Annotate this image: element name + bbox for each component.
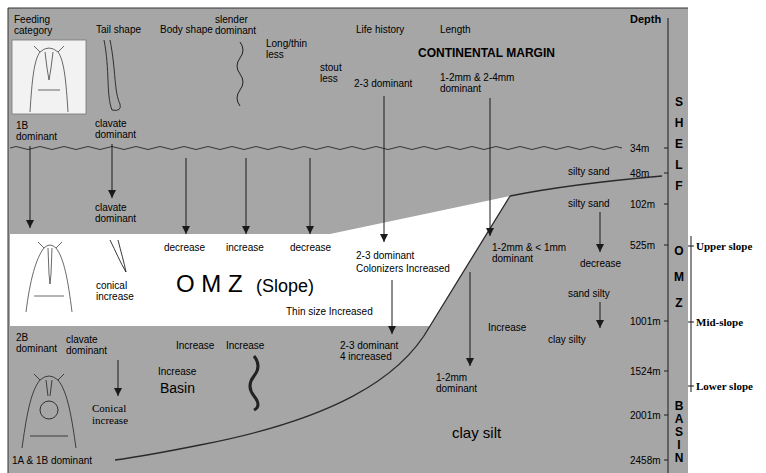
zone-title: (Slope) xyxy=(256,275,314,297)
column-heading: Tail shape xyxy=(96,24,141,35)
sediment-note: clay silt xyxy=(452,424,501,441)
trend-note: Conical increase xyxy=(92,402,142,426)
nematode-head-sketch xyxy=(12,40,86,114)
trait-note: 1B dominant xyxy=(16,120,60,142)
trait-note: clavate dominant xyxy=(95,202,139,224)
depth-value: 1001m xyxy=(630,316,661,327)
trend-note: increase xyxy=(226,242,264,253)
zone-title: Basin xyxy=(160,380,195,396)
depth-value: 525m xyxy=(630,240,655,251)
trait-note: 2-3 dominant xyxy=(356,250,414,261)
trend-arrows xyxy=(30,96,600,396)
slope-label: Upper slope xyxy=(696,240,752,253)
trait-note: clavate dominant xyxy=(95,118,139,140)
shelf-profile xyxy=(510,176,662,196)
trend-note: Increase xyxy=(488,322,526,333)
column-heading: Body shape xyxy=(160,24,213,35)
column-heading: Length xyxy=(440,24,471,35)
trait-note: 2-3 dominant 4 increased xyxy=(340,340,404,362)
slope-label: Mid-slope xyxy=(696,316,743,329)
trend-note: conical increase xyxy=(96,280,140,302)
slope-profile xyxy=(115,196,510,460)
trait-note: stout less xyxy=(320,62,350,84)
trait-note: 2-3 dominant xyxy=(354,78,412,89)
panel-border xyxy=(8,8,688,473)
depth-value: 102m xyxy=(630,199,655,210)
depth-value: 2001m xyxy=(630,410,661,421)
conical-tail-sketch xyxy=(110,240,126,272)
trend-note: decrease xyxy=(290,242,331,253)
column-heading: Life history xyxy=(356,24,404,35)
clavate-tail-sketch xyxy=(104,40,120,110)
trait-note: 1A & 1B dominant xyxy=(12,455,92,466)
grey-panel xyxy=(8,8,688,473)
depth-value: 34m xyxy=(630,143,649,154)
sediment-note: clay silty xyxy=(548,334,586,345)
depth-value: 2458m xyxy=(630,455,661,466)
slope-label: Lower slope xyxy=(696,380,753,393)
trait-note: Long/thin less xyxy=(266,38,316,60)
trend-note: Increase xyxy=(158,366,196,377)
trend-note: Thin size Increased xyxy=(286,306,373,317)
sediment-note: silty sand xyxy=(568,198,610,209)
trait-note: 1-2mm dominant xyxy=(436,372,482,394)
trait-note: 1-2mm & < 1mm dominant xyxy=(492,242,568,264)
slender-body-sketch xyxy=(237,42,243,106)
trait-note: clavate dominant xyxy=(66,334,110,356)
column-heading: Feeding category xyxy=(14,14,62,36)
zone-title: O M Z xyxy=(176,270,243,298)
zone-letters: B A S I N xyxy=(673,400,685,465)
trait-note: 1-2mm & 2-4mm dominant xyxy=(440,72,520,94)
nematode-head-sketch xyxy=(22,374,76,448)
stout-body-sketch xyxy=(250,356,258,410)
depth-value: 1524m xyxy=(630,366,661,377)
zone-letters: O M Z xyxy=(673,238,685,316)
sea-surface-wave xyxy=(10,147,622,150)
slope-bracket xyxy=(688,236,694,392)
trend-note: Increase xyxy=(176,340,214,351)
sediment-note: silty sand xyxy=(568,166,610,177)
nematode-head-sketch xyxy=(26,242,72,312)
sediment-note: sand silty xyxy=(568,288,610,299)
trend-note: decrease xyxy=(580,258,621,269)
trend-note: Increase xyxy=(226,340,264,351)
depth-axis xyxy=(664,18,668,473)
depth-value: 48m xyxy=(630,168,649,179)
region-title: CONTINENTAL MARGIN xyxy=(418,46,555,61)
omz-band xyxy=(10,196,510,326)
trend-note: Colonizers Increased xyxy=(356,263,450,274)
trait-note: slender dominant xyxy=(215,14,259,36)
trend-note: decrease xyxy=(164,242,205,253)
zone-letters: S H E L F xyxy=(673,92,685,197)
axis-title: Depth xyxy=(630,14,661,25)
trait-note: 2B dominant xyxy=(16,332,60,354)
